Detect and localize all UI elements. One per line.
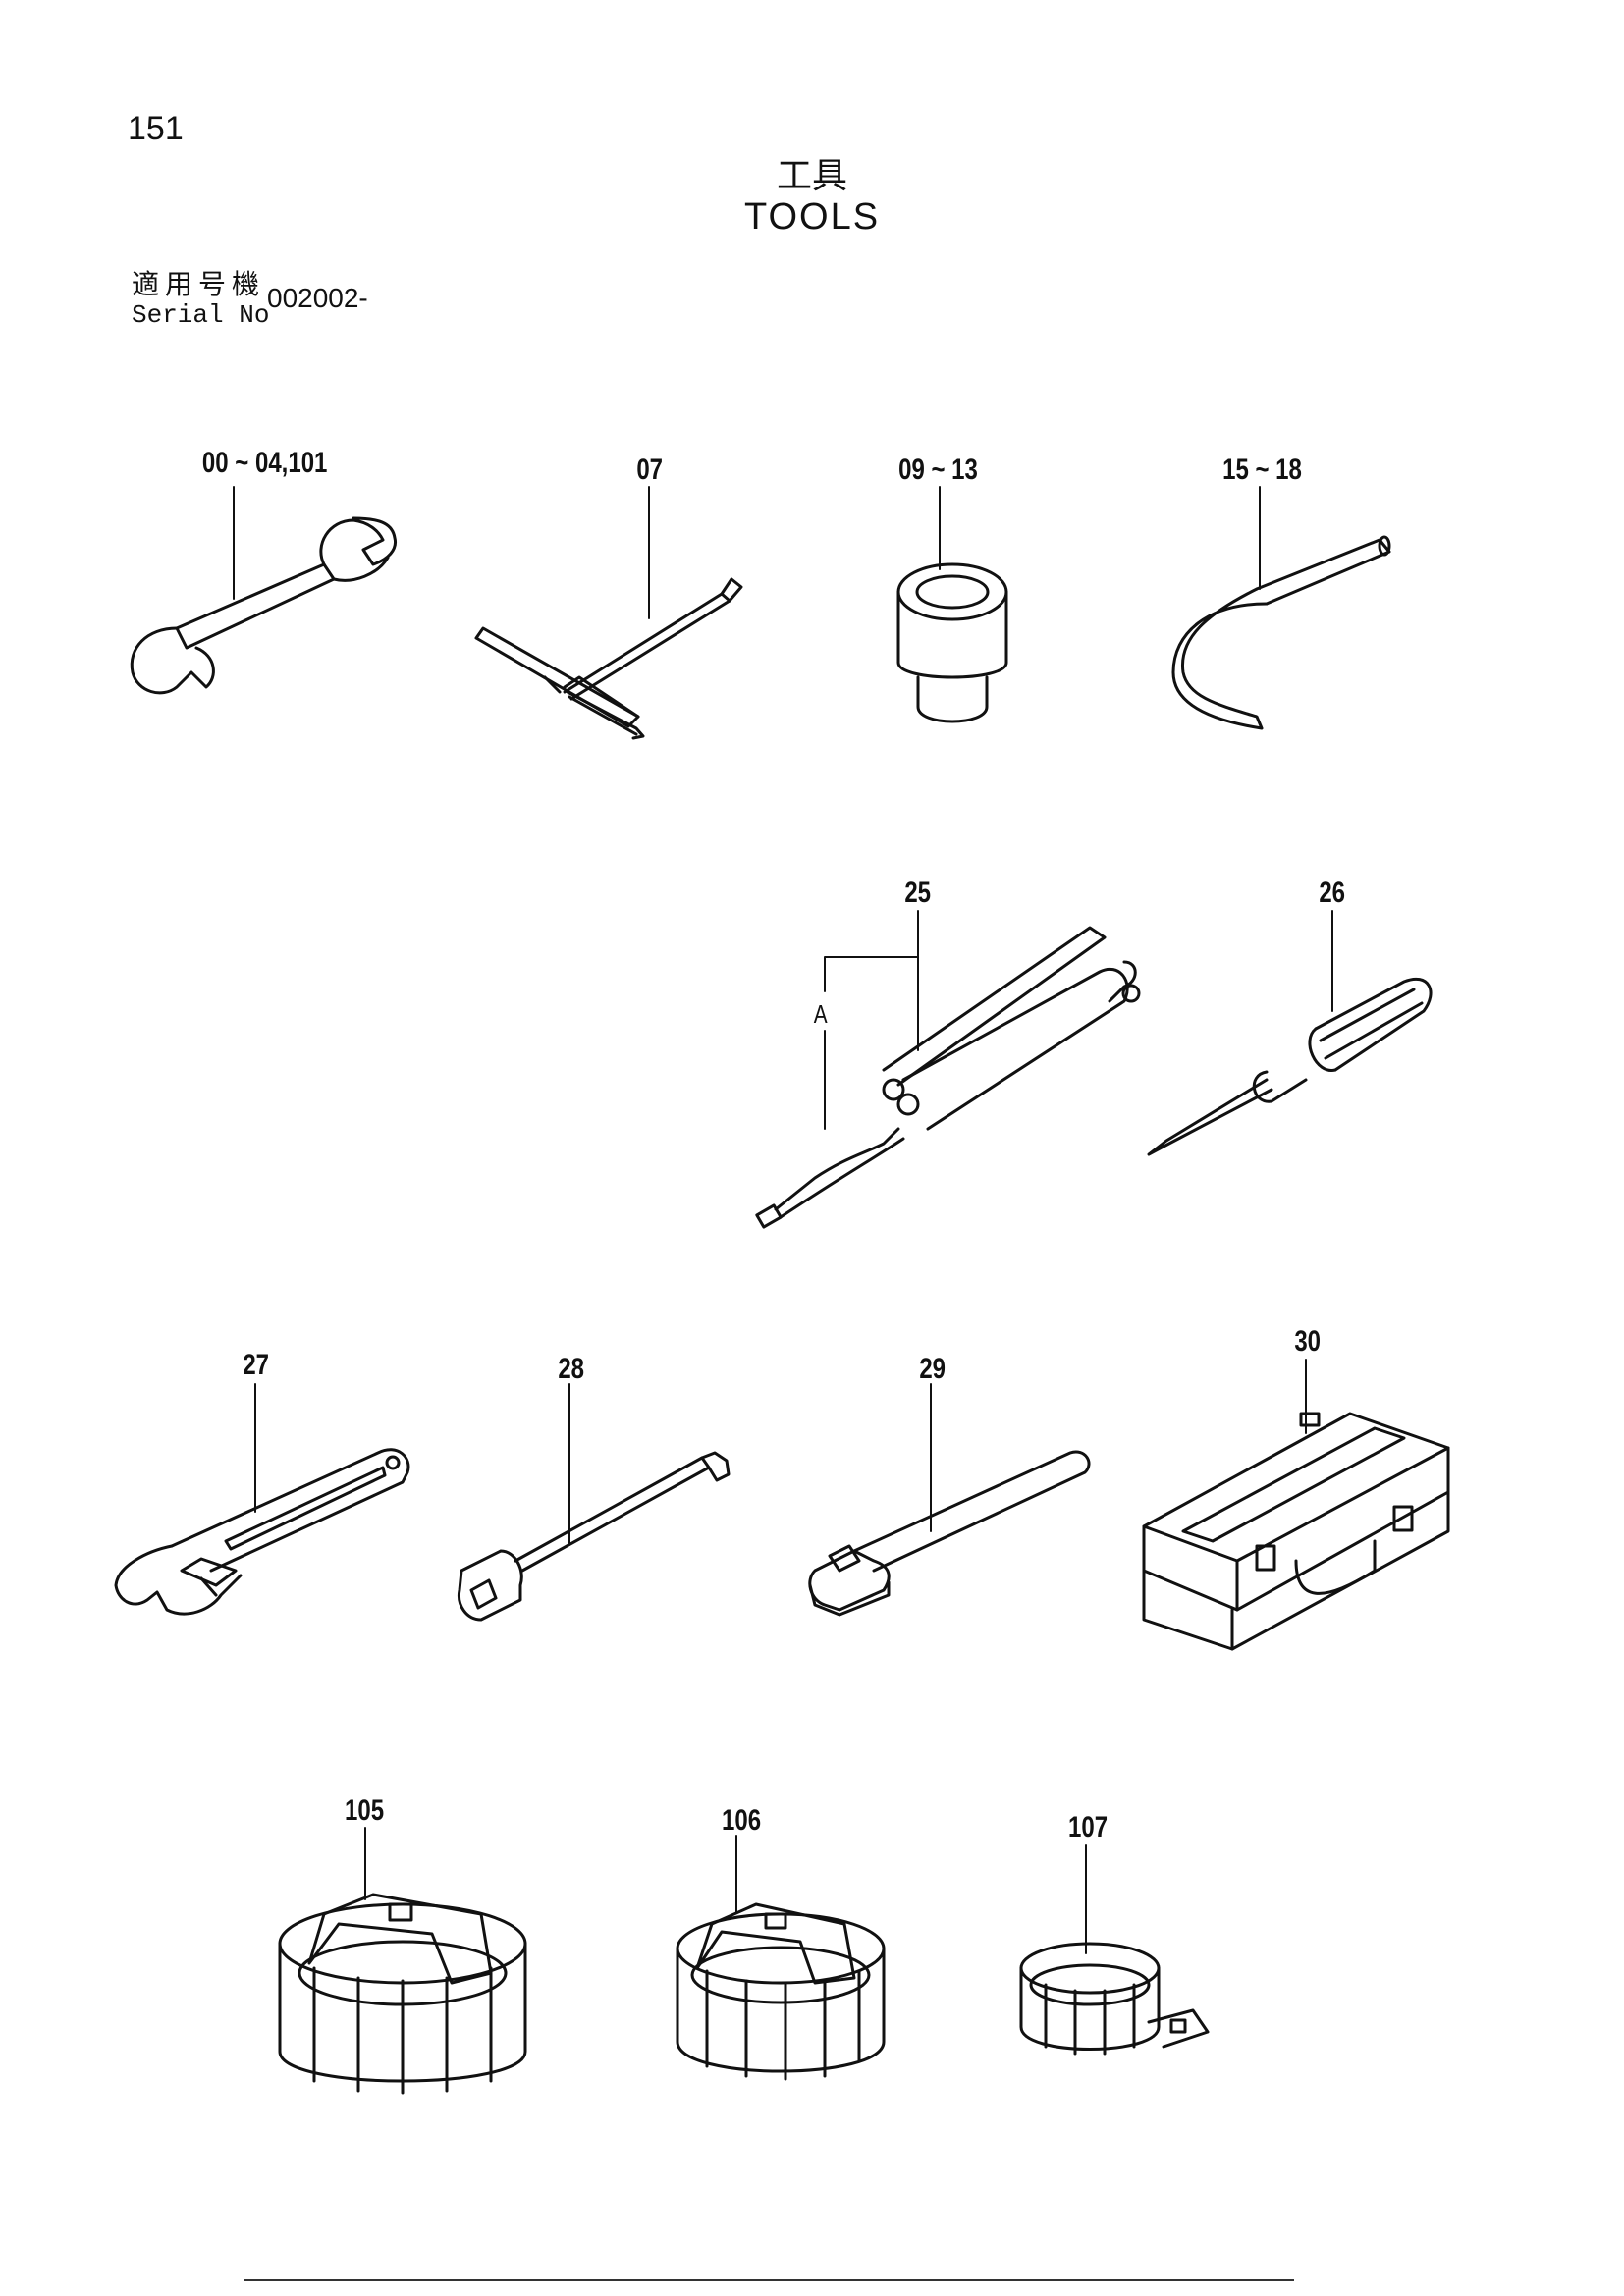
page-title-japanese: 工具 — [776, 156, 847, 196]
extension-bar-drawing — [457, 1383, 731, 1622]
footer-rule — [244, 2279, 1294, 2281]
socket-drawing — [896, 486, 1008, 723]
filter-wrench-medium-drawing — [676, 1835, 886, 2081]
callout-hex-key: 15 ~ 18 — [1222, 454, 1302, 486]
grease-gun-drawing — [755, 910, 1141, 1229]
callout-ratchet-handle: 29 — [919, 1353, 947, 1385]
open-end-wrench-drawing — [130, 486, 398, 695]
callout-adjustable-wrench: 27 — [243, 1349, 270, 1381]
tool-box-drawing — [1142, 1359, 1450, 1651]
callout-t-handle: 07 — [636, 454, 664, 486]
hex-key-drawing — [1171, 486, 1391, 730]
filter-wrench-large-drawing — [278, 1827, 527, 2095]
callout-filter-wrench-small: 107 — [1068, 1811, 1109, 1843]
callout-screwdriver: 26 — [1319, 877, 1346, 909]
callout-filter-wrench-large: 105 — [345, 1794, 385, 1827]
callout-filter-wrench-medium: 106 — [722, 1804, 762, 1837]
callout-tool-box: 30 — [1294, 1325, 1322, 1358]
callout-socket: 09 ~ 13 — [898, 454, 978, 486]
callout-grease-gun-hose: A — [813, 999, 828, 1029]
callout-grease-gun: 25 — [904, 877, 932, 909]
ratchet-handle-drawing — [808, 1383, 1091, 1617]
page-title: TOOLS — [743, 196, 881, 238]
serial-label-japanese: 適用号機 — [132, 268, 266, 300]
page-number: 151 — [128, 110, 184, 147]
adjustable-wrench-drawing — [114, 1383, 410, 1616]
callout-extension-bar: 28 — [558, 1353, 585, 1385]
filter-wrench-small-drawing — [1019, 1844, 1210, 2056]
serial-label: Serial No — [132, 300, 270, 330]
serial-value: 002002- — [267, 283, 368, 313]
t-handle-wrench-drawing — [474, 486, 743, 740]
screwdriver-drawing — [1147, 910, 1433, 1156]
callout-wrench: 00 ~ 04,101 — [201, 447, 328, 479]
